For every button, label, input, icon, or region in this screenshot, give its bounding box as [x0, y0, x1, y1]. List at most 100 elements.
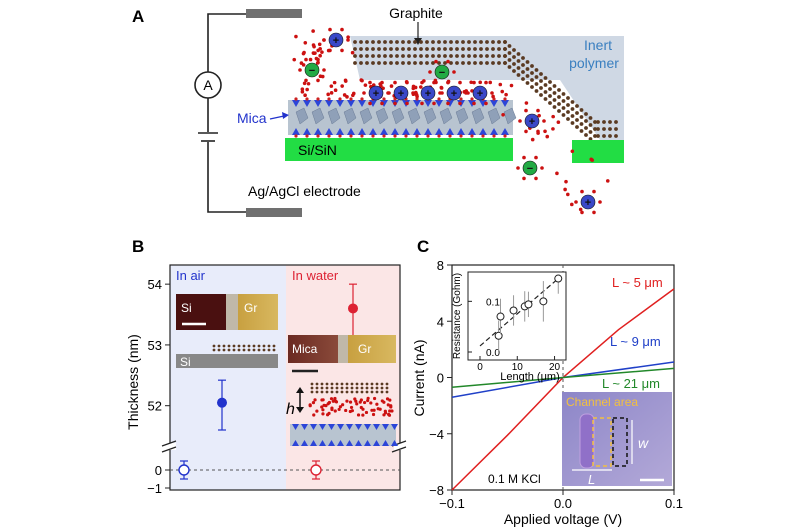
water-molecule: [342, 93, 347, 97]
mica-octahedron: [407, 107, 421, 125]
hydration-shell: [592, 189, 596, 194]
graphite-atom: [593, 120, 597, 124]
water-molecule: [313, 398, 317, 402]
graphite-atom: [431, 54, 435, 58]
graphite-atom: [566, 110, 570, 114]
inset-x-tick-label: 10: [512, 362, 524, 373]
hydration-shell: [440, 91, 444, 95]
graphite-atom: [340, 386, 344, 390]
graphite-atom: [425, 61, 429, 65]
mica-oxygen: [503, 134, 507, 138]
graphite-atom: [360, 386, 364, 390]
graphite-atom: [467, 54, 471, 58]
hydration-shell: [536, 129, 540, 134]
graphite-atom: [461, 47, 465, 51]
graphite-atom: [548, 87, 552, 91]
graphite-atom: [407, 47, 411, 51]
graphite-atom: [242, 344, 246, 348]
substrate-slab-right: [572, 140, 624, 163]
mica-oxygen: [492, 134, 496, 138]
graphite-atom: [419, 47, 423, 51]
graphite-atom: [330, 382, 334, 386]
graphite-atom: [437, 40, 441, 44]
graphite-atom: [325, 386, 329, 390]
mica-tetrahedron: [303, 100, 311, 107]
graphite-atom: [360, 382, 364, 386]
graphite-atom: [252, 344, 256, 348]
water-background: [286, 265, 400, 490]
mica-tetrahedron: [413, 128, 421, 135]
mica-oxygen: [327, 134, 331, 138]
cation-icon: [393, 85, 409, 101]
graphite-atom: [242, 348, 246, 352]
graphite-atom: [385, 390, 389, 394]
anion-icon: [522, 160, 538, 176]
graphite-atom: [257, 344, 261, 348]
mica-octahedron: [295, 107, 309, 125]
graphite-atom: [521, 56, 525, 60]
mica-tetrahedron: [358, 128, 366, 135]
water-molecule: [551, 114, 555, 119]
graphite-atom: [525, 74, 530, 78]
mica-tetrahedron: [364, 440, 371, 446]
kcl-label: 0.1 M KCl: [488, 472, 541, 486]
water-molecule: [329, 84, 334, 88]
cation-icon: [472, 85, 488, 101]
graphite-atom: [593, 134, 597, 138]
graphite-atom: [512, 55, 516, 59]
mica-octahedron: [439, 107, 453, 125]
water-molecule: [524, 101, 529, 105]
water-molecule: [317, 42, 322, 47]
h-label: h: [286, 401, 295, 418]
graphite-atom: [521, 70, 525, 74]
x-tick-label-c: 0.1: [665, 496, 683, 511]
graphite-atom: [596, 134, 600, 138]
water-molecule: [389, 405, 393, 409]
graphite-atom: [340, 390, 344, 394]
water-molecule: [324, 403, 328, 408]
water-molecule: [390, 409, 394, 413]
mica-octahedron: [503, 107, 517, 125]
hydration-shell: [472, 80, 476, 85]
y-axis-label-c: Current (nA): [411, 339, 427, 416]
graphite-atom: [431, 61, 435, 65]
graphite-atom: [310, 386, 314, 390]
substrate-slab: [285, 138, 513, 161]
graphite-atom: [443, 47, 447, 51]
si-graphite-layer: [212, 344, 276, 352]
water-molecule: [363, 400, 367, 405]
y-tick-label-c: 0: [437, 371, 444, 386]
anion-icon: [434, 64, 450, 80]
inset-x-label: Length (μm): [500, 371, 560, 383]
graphite-atom: [534, 75, 539, 79]
mica-octahedron: [423, 107, 437, 125]
graphite-atom: [579, 115, 584, 119]
graphite-atom: [521, 63, 525, 67]
water-molecule: [564, 179, 568, 184]
si-slab: [176, 354, 278, 368]
hydration-shell: [428, 70, 432, 74]
graphite-atom: [497, 47, 501, 51]
hydration-shell: [414, 91, 418, 95]
x-axis-label-c: Applied voltage (V): [504, 511, 622, 527]
graphite-atom: [548, 94, 552, 98]
graphite-atom: [267, 348, 271, 352]
mica-tetrahedron: [457, 128, 465, 135]
mica-octahedron: [359, 107, 373, 125]
mica-oxygen: [448, 134, 452, 138]
water-molecule: [329, 397, 334, 401]
mica-tetrahedron: [325, 128, 333, 135]
graphite-atom: [395, 40, 399, 44]
graphite-atom: [371, 47, 375, 51]
water-molecule: [303, 41, 308, 45]
water-molecule: [382, 413, 386, 417]
water-molecule: [343, 79, 348, 83]
graphite-atom: [467, 61, 471, 65]
mica-tetrahedron: [292, 100, 300, 107]
graphite-atom: [455, 61, 459, 65]
graphite-atom: [570, 100, 575, 104]
mica-tetrahedron: [347, 100, 355, 107]
graphite-atom: [588, 123, 593, 127]
mica-tetrahedron: [501, 128, 509, 135]
plot-frame-b: [169, 264, 401, 491]
